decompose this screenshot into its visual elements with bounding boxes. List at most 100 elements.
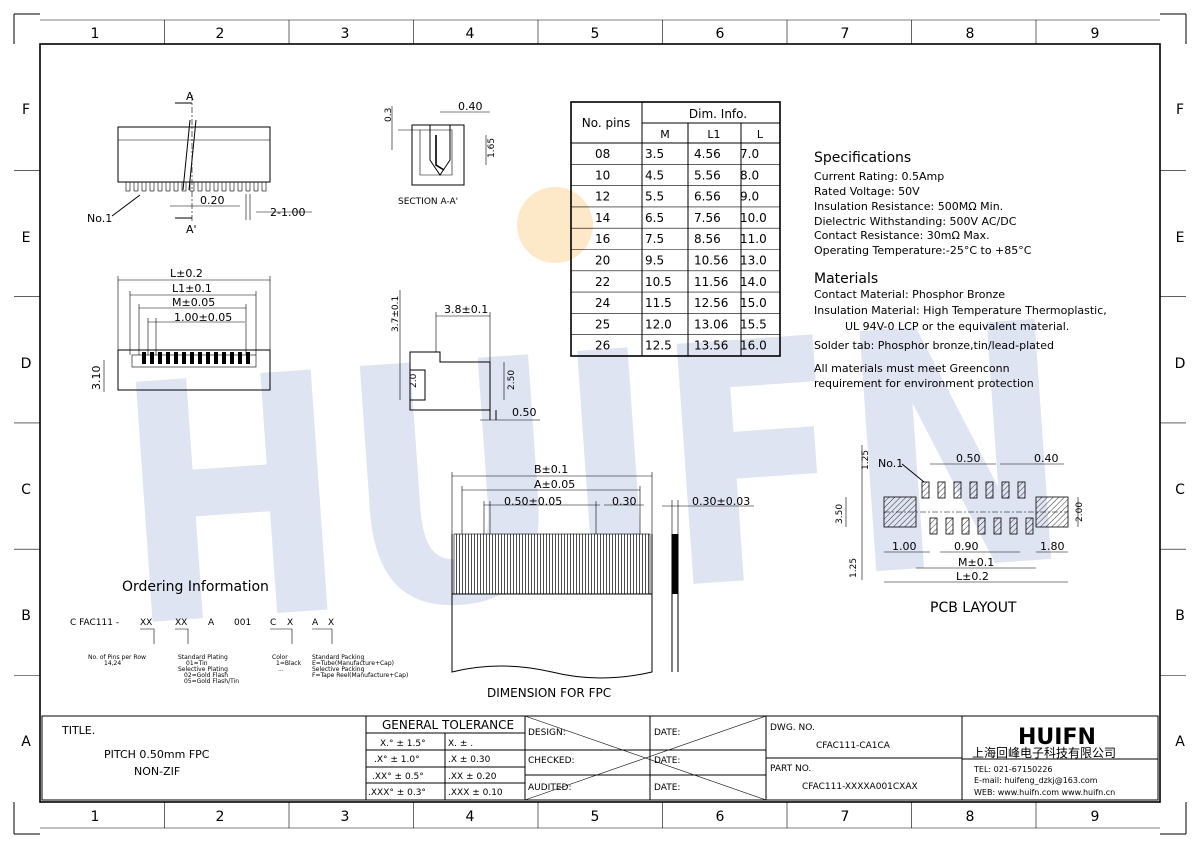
fpc-dim-thickness: 0.30±0.03: [692, 495, 750, 508]
company-web: WEB: www.huifn.com www.huifn.cn: [974, 788, 1115, 797]
title-label: TITLE.: [61, 724, 95, 737]
dim-tail: 2-1.00: [270, 206, 305, 219]
col-label: 7: [841, 809, 850, 825]
col-label: 1: [91, 809, 100, 825]
dim-2-50: 2.50: [507, 370, 517, 390]
table-cell-value: 11.0: [740, 232, 767, 246]
order-code: C FAC111 -: [70, 618, 119, 628]
table-cell-value: 14.0: [740, 275, 767, 289]
table-cell-value: 13.56: [694, 339, 728, 353]
col-label: 4: [466, 809, 475, 825]
table-col-l1: L1: [707, 128, 720, 141]
material-line: Insulation Material: High Temperature Th…: [814, 304, 1107, 317]
col-label: 6: [716, 26, 725, 42]
row-label: E: [22, 230, 31, 246]
watermark-text: HUIFN: [107, 252, 1081, 701]
pin-contact: [222, 352, 226, 364]
front-view: L±0.2 L1±0.1 M±0.05 1.00±0.05 3.10: [90, 267, 271, 392]
section-title: SECTION A-A': [398, 197, 458, 207]
order-code: X: [287, 618, 293, 628]
pin-lead: [261, 181, 267, 192]
company-tel: TEL: 021-67150226: [973, 765, 1053, 774]
pcb-dim-2-00: 2.00: [1075, 502, 1085, 522]
dim-pitch-top: 0.20: [200, 194, 225, 207]
side-view: 3.7±0.1 3.8±0.1 2.0 2.50 0.50: [391, 290, 540, 421]
col-label: 1: [91, 26, 100, 42]
order-note: Standard Packing: [312, 654, 364, 661]
drawing-title: PITCH 0.50mm FPC: [104, 748, 210, 761]
company-email: E-mail: huifeng_dzkj@163.com: [974, 776, 1098, 785]
row-label: B: [21, 608, 31, 624]
pin-contact: [214, 352, 218, 364]
pin-contact: [190, 352, 194, 364]
pcb-dim-0-50: 0.50: [956, 452, 981, 465]
material-line: UL 94V-0 LCP or the equivalent material.: [845, 320, 1069, 333]
dim-3-8: 3.8±0.1: [444, 303, 488, 316]
table-cell-value: 13.0: [740, 254, 767, 268]
fpc-dimension: B±0.1 A±0.05 0.50±0.05 0.30 0.30±0.03 DI…: [451, 463, 754, 700]
order-note: Selective Plating: [178, 666, 228, 673]
pin-lead: [197, 181, 203, 192]
fpc-dim-B: B±0.1: [534, 463, 568, 476]
pcb-dim-1-25-bottom: 1.25: [849, 558, 859, 578]
table-cell-value: 11.56: [694, 275, 728, 289]
pin-lead: [181, 181, 187, 192]
col-label: 7: [841, 26, 850, 42]
col-label: 9: [1091, 809, 1100, 825]
frame: 1 2 3 4 5 6 7 8 9 1 2 3 4 5 6 7 8 9 F E …: [13, 13, 1187, 835]
pcb-pin1: No.1: [878, 457, 903, 470]
table-cell-value: 10.56: [694, 254, 728, 268]
table-cell-pins: 22: [595, 275, 610, 289]
order-note: 14,24: [104, 660, 121, 667]
pcb-dim-0-40: 0.40: [1034, 452, 1059, 465]
col-label: 4: [466, 26, 475, 42]
order-code: 001: [234, 618, 251, 628]
spec-line: Contact Resistance: 30mΩ Max.: [814, 229, 990, 242]
specs-title: Specifications: [814, 150, 911, 166]
order-code: A: [312, 618, 319, 628]
pcb-dim-0-90: 0.90: [954, 540, 979, 553]
table-col-m: M: [660, 128, 670, 141]
pin1-label: No.1: [87, 212, 112, 225]
fpc-title: DIMENSION FOR FPC: [487, 686, 611, 700]
pin-lead: [149, 181, 155, 192]
spec-line: Dielectric Withstanding: 500V AC/DC: [814, 215, 1017, 228]
tol-linear: X. ± .: [448, 739, 473, 749]
pcb-dim-1-80: 1.80: [1040, 540, 1065, 553]
pin-contact: [230, 352, 234, 364]
table-cell-value: 7.0: [740, 147, 759, 161]
table-cell-value: 9.5: [645, 254, 664, 268]
col-label: 3: [341, 26, 350, 42]
col-label: 3: [341, 809, 350, 825]
dim-3-10: 3.10: [90, 366, 103, 391]
col-label: 9: [1091, 26, 1100, 42]
pcb-layout: 1.25 No.1 0.50 0.40 3.50 2.00 1.00 0.90 …: [835, 445, 1085, 616]
pin-lead: [141, 181, 147, 192]
table-header-pins: No. pins: [582, 116, 631, 130]
pin-lead: [253, 181, 259, 192]
tol-linear: .XX ± 0.20: [448, 772, 497, 782]
pin-lead: [221, 181, 227, 192]
fpc-dim-0-30: 0.30: [612, 495, 637, 508]
table-cell-pins: 14: [595, 211, 610, 225]
pin-lead: [173, 181, 179, 192]
pcb-dim-M: M±0.1: [958, 556, 994, 569]
order-code: X: [328, 618, 334, 628]
order-note: 01=Tin: [186, 660, 208, 667]
dim-M: M±0.05: [172, 296, 215, 309]
row-label: E: [1176, 230, 1185, 246]
table-cell-value: 7.56: [694, 211, 721, 225]
dim-1-65: 1.65: [487, 138, 497, 158]
order-note: F=Tape Reel(Manufacture+Cap): [312, 672, 408, 679]
order-code: A: [208, 618, 215, 628]
dim-0-40: 0.40: [458, 100, 483, 113]
material-line: Contact Material: Phosphor Bronze: [814, 288, 1005, 301]
row-label: D: [21, 356, 32, 372]
dwg-number: CFAC111-CA1CA: [816, 741, 891, 751]
tol-angle: .XX° ± 0.5°: [372, 772, 424, 782]
pin-lead: [205, 181, 211, 192]
col-label: 6: [716, 809, 725, 825]
dim-3-7: 3.7±0.1: [391, 296, 401, 332]
materials-note: All materials must meet Greenconn: [814, 362, 1010, 375]
